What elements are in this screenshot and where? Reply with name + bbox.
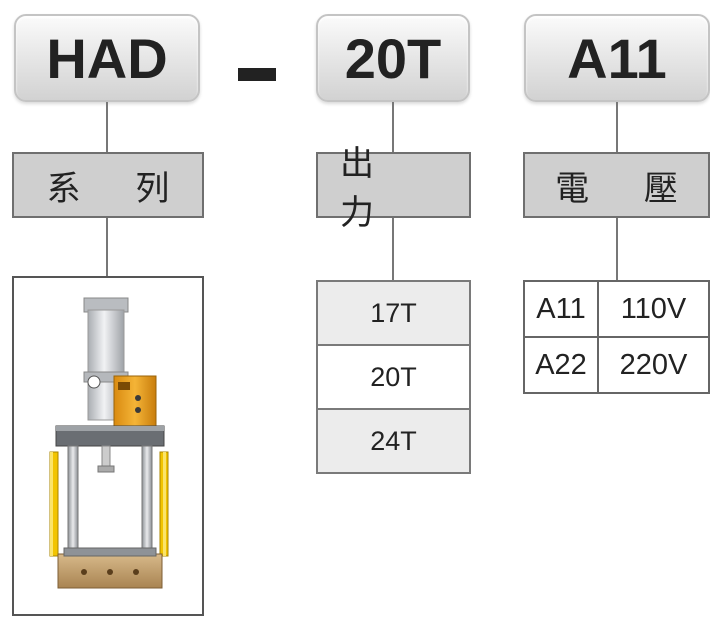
table-row: A11 110V: [523, 280, 710, 338]
voltage-code-box: A11: [524, 14, 710, 102]
table-row: 24T: [316, 408, 471, 474]
voltage-label: 電 壓: [555, 168, 700, 209]
voltage-code-cell: A22: [523, 336, 599, 394]
voltage-value-cell: 110V: [597, 280, 710, 338]
force-options-table: 17T 20T 24T: [316, 280, 471, 474]
force-option-cell: 17T: [316, 280, 471, 346]
force-option-cell: 20T: [316, 344, 471, 410]
series-code-box: HAD: [14, 14, 200, 102]
table-row: A22 220V: [523, 336, 710, 394]
force-code: 20T: [344, 26, 442, 90]
connector-series-top: [106, 102, 108, 152]
connector-voltage-top: [616, 102, 618, 152]
series-label: 系 列: [46, 168, 192, 209]
connector-voltage-bottom: [616, 218, 618, 280]
voltage-code: A11: [567, 26, 667, 90]
series-code: HAD: [46, 26, 168, 90]
force-label-box: 出 力: [316, 144, 471, 233]
hydraulic-press-illustration: [49, 297, 169, 589]
connector-force-top: [392, 102, 394, 152]
connector-series-bottom: [106, 218, 108, 276]
series-label-box: 系 列: [12, 152, 204, 218]
force-code-box: 20T: [316, 14, 470, 102]
separator-dash: [238, 68, 276, 81]
force-option-cell: 24T: [316, 408, 471, 474]
voltage-value-cell: 220V: [597, 336, 710, 394]
voltage-label-box: 電 壓: [523, 152, 710, 218]
connector-force-bottom: [392, 218, 394, 280]
voltage-options-table: A11 110V A22 220V: [523, 280, 710, 394]
table-row: 20T: [316, 344, 471, 410]
voltage-code-cell: A11: [523, 280, 599, 338]
force-label: 出 力: [340, 144, 396, 233]
machine-image-panel: [12, 276, 204, 616]
table-row: 17T: [316, 280, 471, 346]
